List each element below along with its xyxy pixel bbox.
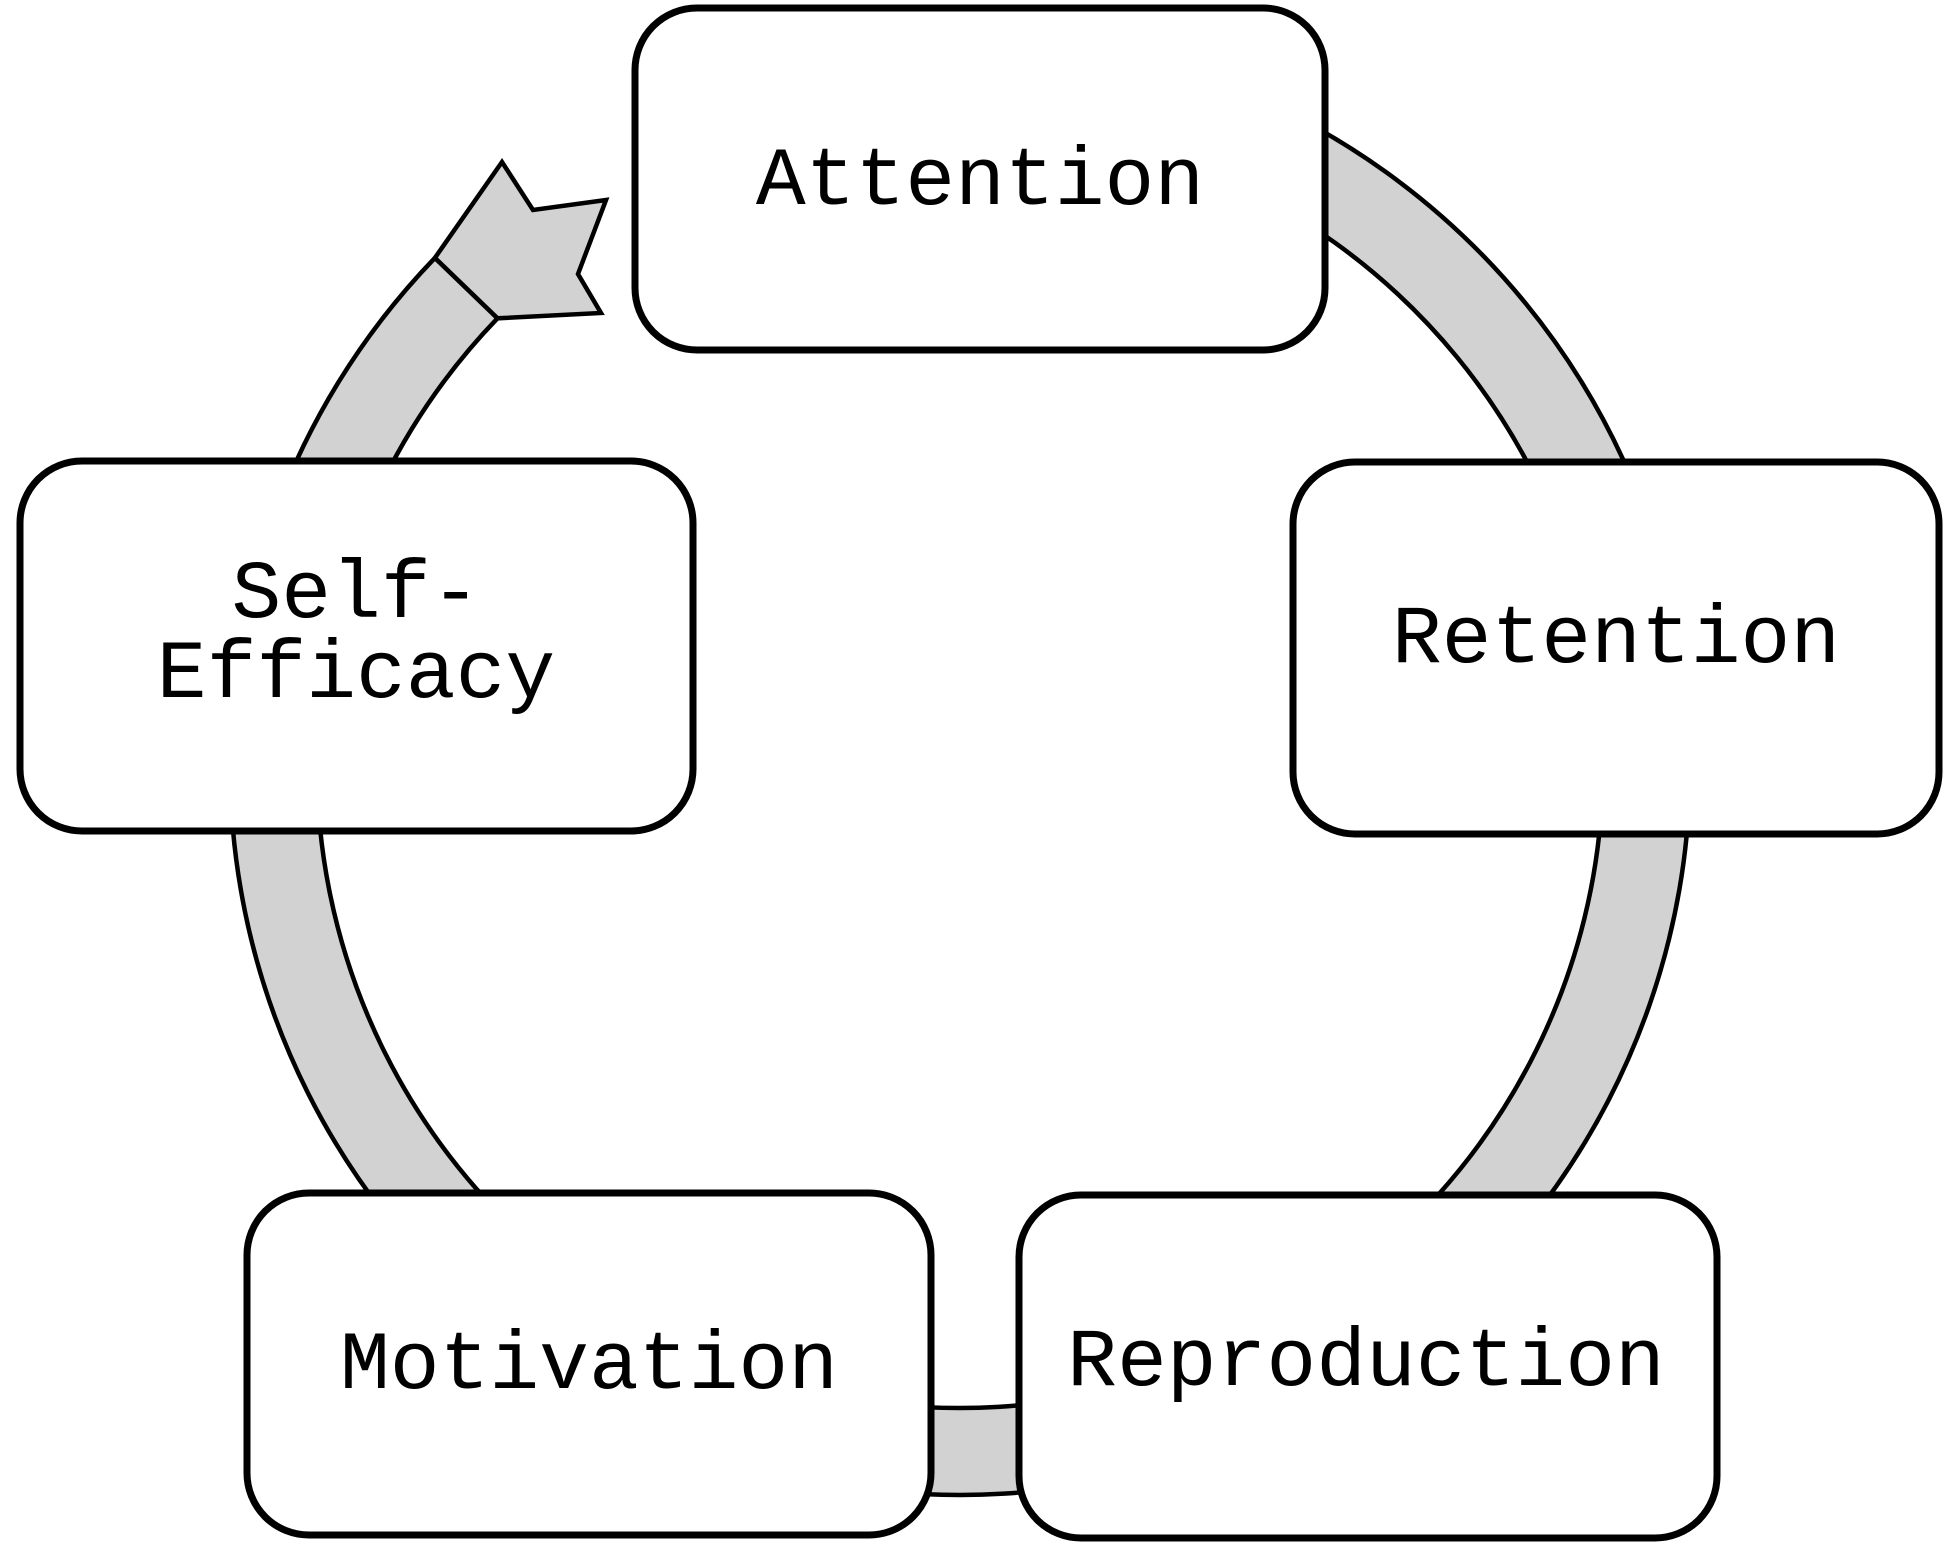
cycle-arrow-head bbox=[431, 157, 610, 321]
node-box-motivation bbox=[243, 1189, 935, 1539]
node-box-self-efficacy bbox=[16, 457, 697, 835]
node-label-reproduction: Reproduction bbox=[1067, 1316, 1665, 1410]
node-box-attention bbox=[631, 4, 1329, 354]
node-label-self-efficacy: Self- Efficacy bbox=[156, 548, 556, 722]
node-label-attention: Attention bbox=[755, 135, 1205, 229]
node-box-retention bbox=[1289, 458, 1943, 838]
node-label-motivation: Motivation bbox=[339, 1319, 839, 1413]
node-box-reproduction bbox=[1015, 1191, 1721, 1542]
node-label-retention: Retention bbox=[1391, 593, 1841, 687]
